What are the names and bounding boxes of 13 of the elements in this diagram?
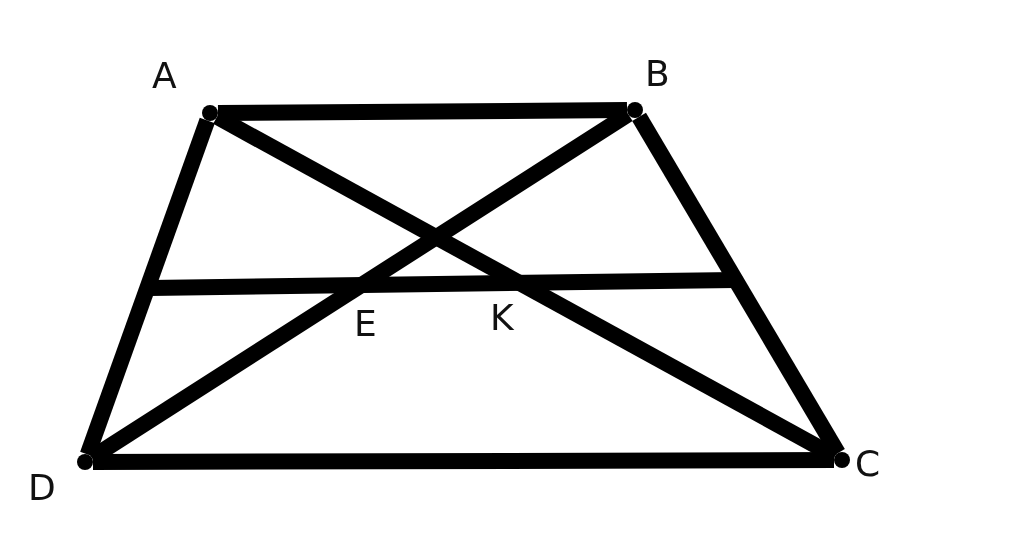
line-segment xyxy=(80,117,215,458)
vertex-point xyxy=(77,454,93,470)
vertex-point xyxy=(202,105,218,121)
vertex-label: A xyxy=(152,58,177,94)
point-label: K xyxy=(490,300,514,336)
vertex-label: C xyxy=(855,446,881,482)
vertex-point xyxy=(627,102,643,118)
point-label: E xyxy=(354,306,377,342)
vertex-point xyxy=(834,452,850,468)
vertex-label: B xyxy=(645,56,670,92)
line-segment xyxy=(92,452,835,470)
line-segment xyxy=(217,102,628,121)
vertex-label: D xyxy=(28,470,56,506)
